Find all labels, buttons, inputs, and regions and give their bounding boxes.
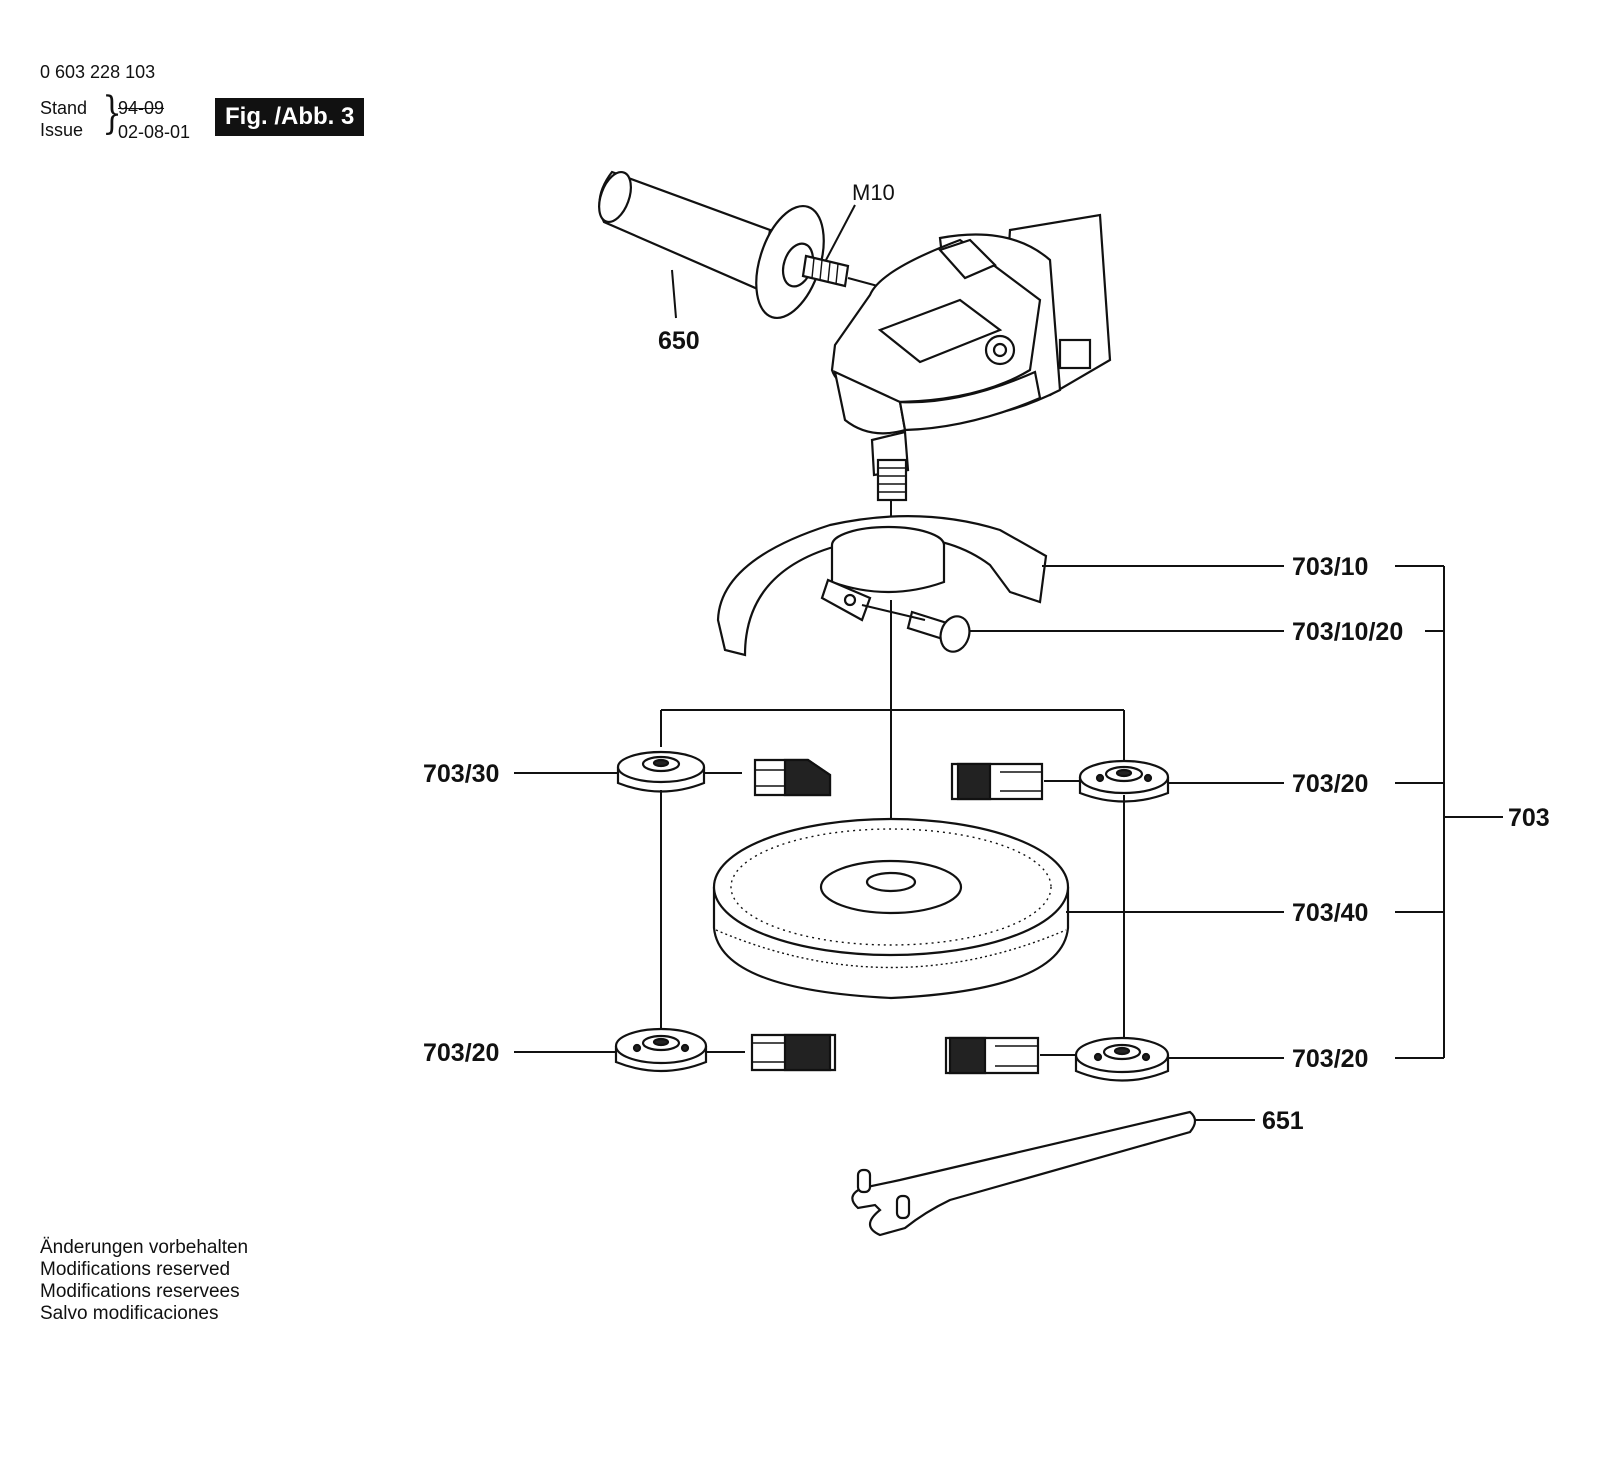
- note-line-en: Modifications reserved: [40, 1259, 231, 1280]
- issue-label: Issue: [40, 120, 84, 140]
- wheel-callout: 703/40: [1292, 899, 1368, 927]
- issue-date: 02-08-01: [118, 122, 191, 142]
- note-line-fr: Modifications reservees: [40, 1281, 240, 1302]
- spanner-wrench-part: [851, 1110, 1197, 1237]
- handle-callout: 650: [658, 327, 700, 355]
- set-callout: 703: [1508, 804, 1550, 832]
- guard-callout: 703/10: [1292, 553, 1368, 581]
- flange-right-top-callout: 703/20: [1292, 770, 1368, 798]
- side-handle-part: [598, 170, 850, 320]
- thread-callout: M10: [852, 180, 895, 205]
- flange-703-20-top-right-part: [950, 759, 1170, 803]
- guard-screw-callout: 703/10/20: [1292, 618, 1403, 646]
- flange-left-top-callout: 703/30: [423, 760, 499, 788]
- wheel-guard-part: [716, 515, 1048, 657]
- flange-right-bottom-callout: 703/20: [1292, 1045, 1368, 1073]
- stand-label: Stand: [40, 98, 88, 118]
- spanner-callout: 651: [1262, 1107, 1304, 1135]
- flange-703-20-bottom-left-part: [614, 1027, 837, 1073]
- grinder-head-part: [830, 213, 1112, 502]
- note-line-de: Änderungen vorbehalten: [40, 1237, 249, 1258]
- brace-icon: }: [102, 88, 122, 139]
- grinding-wheel-part: [712, 817, 1070, 1000]
- document-number: 0 603 228 103: [40, 62, 156, 82]
- note-line-es: Salvo modificaciones: [40, 1303, 219, 1324]
- flange-703-30-part: [616, 750, 832, 797]
- figure-badge: Fig. /Abb. 3: [215, 98, 365, 136]
- stand-date: 94-09: [118, 98, 165, 118]
- flange-703-20-bottom-right-part: [944, 1036, 1170, 1082]
- flange-left-bottom-callout: 703/20: [423, 1039, 499, 1067]
- modification-notes: Änderungen vorbehalten Modifications res…: [40, 1237, 248, 1325]
